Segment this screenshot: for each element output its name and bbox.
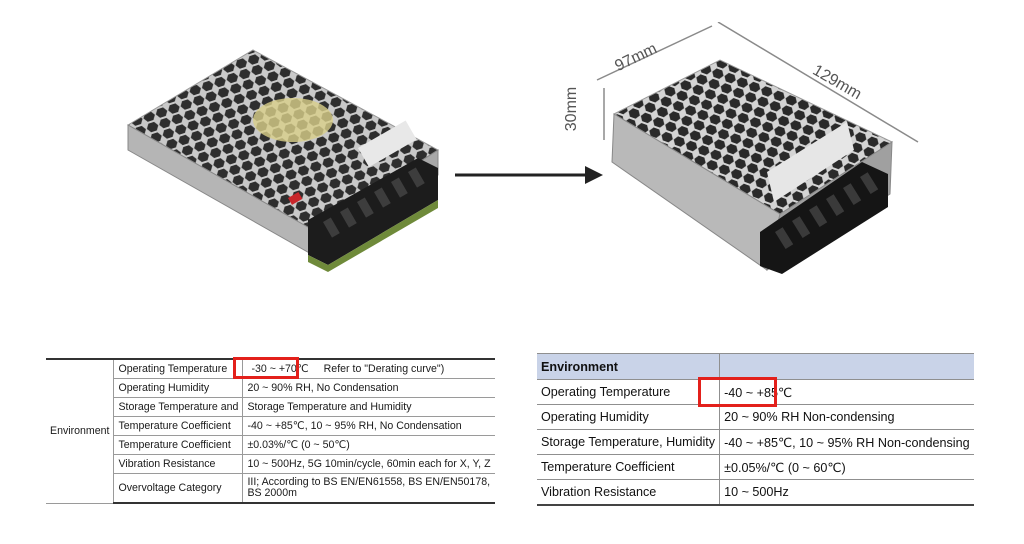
param-cell: Storage Temperature and — [113, 397, 244, 417]
value-cell: 20 ~ 90% RH Non-condensing — [719, 404, 974, 430]
value-cell: -40 ~ +85℃, 10 ~ 95% RH, No Condensation — [242, 416, 495, 436]
table-header-blank — [719, 353, 974, 380]
derating-note: Refer to "Derating curve") — [323, 362, 445, 375]
param-cell: Storage Temperature, Humidity — [537, 429, 721, 455]
param-cell: Temperature Coefficient — [113, 435, 244, 455]
value-cell: 20 ~ 90% RH, No Condensation — [242, 378, 495, 398]
param-cell: Temperature Coefficient — [113, 416, 244, 436]
value-cell: ±0.05%/℃ (0 ~ 60℃) — [719, 454, 974, 480]
param-cell: Operating Temperature — [113, 358, 244, 379]
table-row: Environment Operating Temperature -30 ~ … — [46, 358, 495, 504]
value-cell: -40 ~ +85℃, 10 ~ 95% RH Non-condensing — [719, 429, 974, 455]
table-row: Storage Temperature, Humidity -40 ~ +85℃… — [537, 429, 974, 455]
value-cell: ±0.03%/℃ (0 ~ 50℃) — [242, 435, 495, 455]
table-row: Temperature Coefficient ±0.03%/℃ (0 ~ 50… — [46, 435, 495, 455]
highlight-box-left — [233, 357, 299, 379]
value-cell: Storage Temperature and Humidity — [242, 397, 495, 417]
table-row: Vibration Resistance 10 ~ 500Hz, 5G 10mi… — [46, 454, 495, 474]
table-header: Environment — [537, 353, 721, 380]
param-cell: Vibration Resistance — [113, 454, 244, 474]
param-cell: Overvoltage Category — [113, 473, 244, 504]
param-cell: Operating Humidity — [113, 378, 244, 398]
table-row: Operating Humidity 20 ~ 90% RH, No Conde… — [46, 378, 495, 398]
highlight-box-right — [698, 377, 777, 407]
value-cell: 10 ~ 500Hz — [719, 479, 974, 506]
table-row: Vibration Resistance 10 ~ 500Hz — [537, 479, 974, 506]
spec-table-left: Environment Operating Temperature -30 ~ … — [46, 358, 495, 504]
param-cell: Temperature Coefficient — [537, 454, 721, 480]
table-row: Storage Temperature and Storage Temperat… — [46, 397, 495, 417]
value-cell: 10 ~ 500Hz, 5G 10min/cycle, 60min each f… — [242, 454, 495, 474]
arrow-right-icon — [455, 166, 603, 184]
environment-group-label: Environment — [46, 358, 115, 504]
value-cell: III; According to BS EN/EN61558, BS EN/E… — [242, 473, 495, 504]
power-supply-photo-right — [596, 22, 919, 274]
dimension-height-label: 30mm — [563, 86, 581, 132]
param-cell: Operating Humidity — [537, 404, 721, 430]
operating-temp-value: -30 ~ +70℃ — [251, 362, 309, 375]
power-supply-photo-left — [127, 49, 439, 272]
table-row: Temperature Coefficient ±0.05%/℃ (0 ~ 60… — [537, 454, 974, 480]
table-row: Overvoltage Category III; According to B… — [46, 473, 495, 504]
spec-table-right: Environment Operating Temperature -40 ~ … — [537, 353, 974, 506]
table-row: Operating Humidity 20 ~ 90% RH Non-conde… — [537, 404, 974, 430]
table-header-row: Environment — [537, 353, 974, 380]
param-cell: Vibration Resistance — [537, 479, 721, 506]
table-row: Temperature Coefficient -40 ~ +85℃, 10 ~… — [46, 416, 495, 436]
param-cell: Operating Temperature — [537, 379, 721, 405]
table-row: Operating Temperature -40 ~ +85℃ — [537, 379, 974, 405]
